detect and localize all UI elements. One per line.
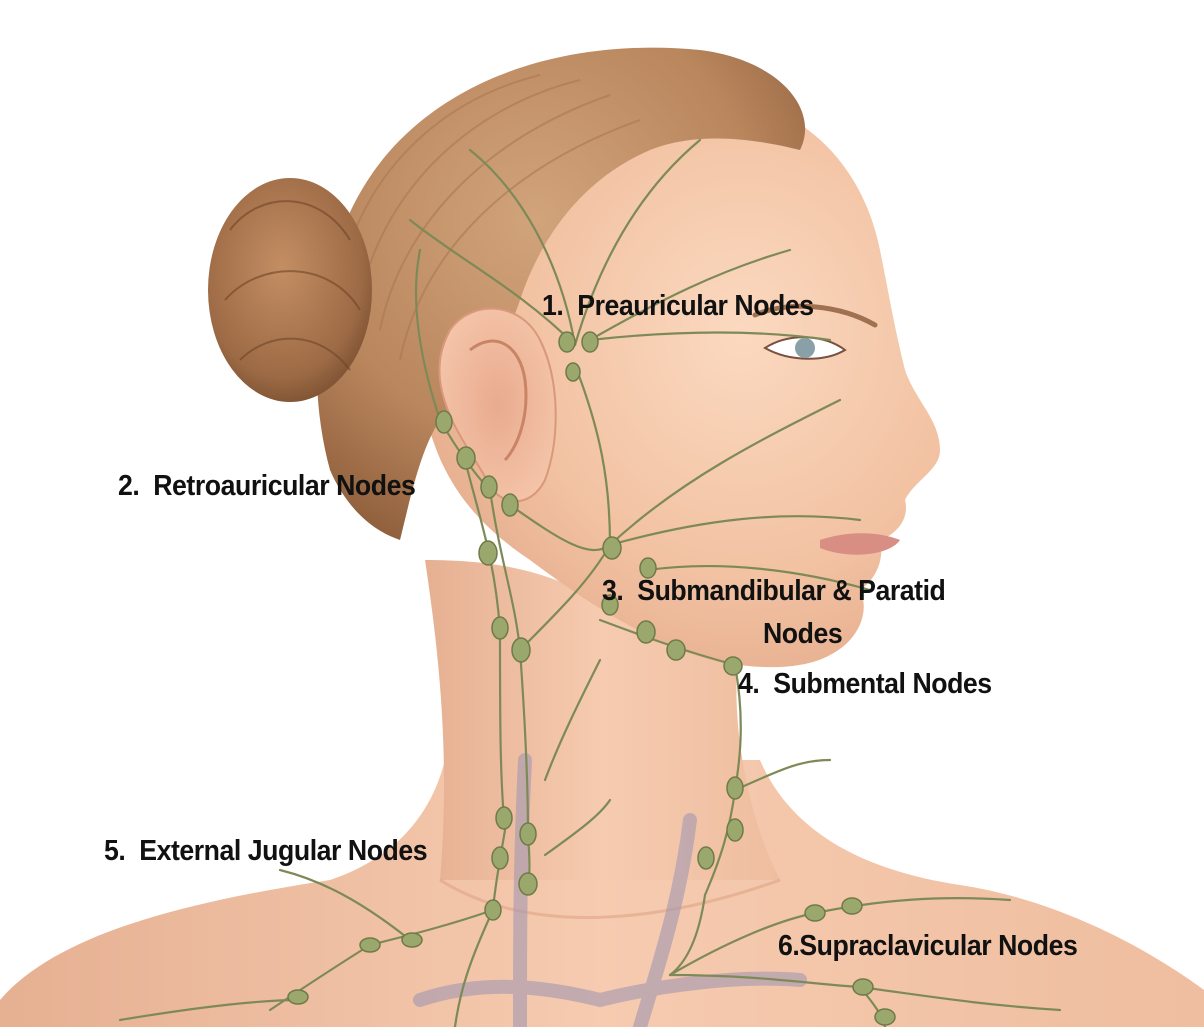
node-preauricular-3 bbox=[566, 363, 580, 381]
node-retro-4 bbox=[502, 494, 518, 516]
node-supra-3 bbox=[853, 979, 873, 995]
node-ext-jugular-5 bbox=[485, 900, 501, 920]
label-external-jugular: 5. External Jugular Nodes bbox=[104, 835, 427, 868]
label-submandibular-text: Submandibular & Paratid bbox=[637, 575, 945, 608]
label-supraclavicular-text: 6.Supraclavicular Nodes bbox=[778, 930, 1077, 963]
node-clav-3 bbox=[288, 990, 308, 1004]
label-preauricular-text: Preauricular Nodes bbox=[577, 290, 813, 323]
label-preauricular-number: 1. bbox=[542, 290, 563, 323]
node-clav-2 bbox=[402, 933, 422, 947]
label-external-jugular-text: External Jugular Nodes bbox=[139, 835, 427, 868]
label-submental: 4. Submental Nodes bbox=[738, 668, 992, 701]
node-submand-5 bbox=[667, 640, 685, 660]
node-clav-1 bbox=[360, 938, 380, 952]
label-preauricular: 1. Preauricular Nodes bbox=[542, 290, 814, 323]
node-retro-1 bbox=[436, 411, 452, 433]
node-retro-2 bbox=[457, 447, 475, 469]
hair-bun bbox=[208, 178, 372, 402]
node-submand-4 bbox=[637, 621, 655, 643]
label-submental-text: Submental Nodes bbox=[773, 668, 991, 701]
node-preauricular-2 bbox=[582, 332, 598, 352]
node-retro-5 bbox=[479, 541, 497, 565]
node-ext-jugular-2 bbox=[520, 823, 536, 845]
label-submental-number: 4. bbox=[738, 668, 759, 701]
node-supra-2 bbox=[842, 898, 862, 914]
node-ext-jugular-3 bbox=[492, 847, 508, 869]
node-submand-1 bbox=[603, 537, 621, 559]
label-submandibular-number: 3. bbox=[602, 575, 623, 608]
label-submandibular: 3. Submandibular & Paratid bbox=[602, 575, 945, 608]
node-neck-1 bbox=[492, 617, 508, 639]
label-external-jugular-number: 5. bbox=[104, 835, 125, 868]
node-supra-4 bbox=[875, 1009, 895, 1025]
node-retro-3 bbox=[481, 476, 497, 498]
label-supraclavicular: 6.Supraclavicular Nodes bbox=[778, 930, 1077, 963]
node-deep-3 bbox=[698, 847, 714, 869]
node-ext-jugular-4 bbox=[519, 873, 537, 895]
node-supra-1 bbox=[805, 905, 825, 921]
node-neck-2 bbox=[512, 638, 530, 662]
node-deep-2 bbox=[727, 819, 743, 841]
node-ext-jugular-1 bbox=[496, 807, 512, 829]
label-retroauricular: 2. Retroauricular Nodes bbox=[118, 470, 415, 503]
node-deep-1 bbox=[727, 777, 743, 799]
node-preauricular-1 bbox=[559, 332, 575, 352]
label-retroauricular-number: 2. bbox=[118, 470, 139, 503]
label-retroauricular-text: Retroauricular Nodes bbox=[153, 470, 415, 503]
label-submandibular-line2: Nodes bbox=[763, 618, 842, 651]
label-submandibular-text-line2: Nodes bbox=[763, 618, 842, 651]
